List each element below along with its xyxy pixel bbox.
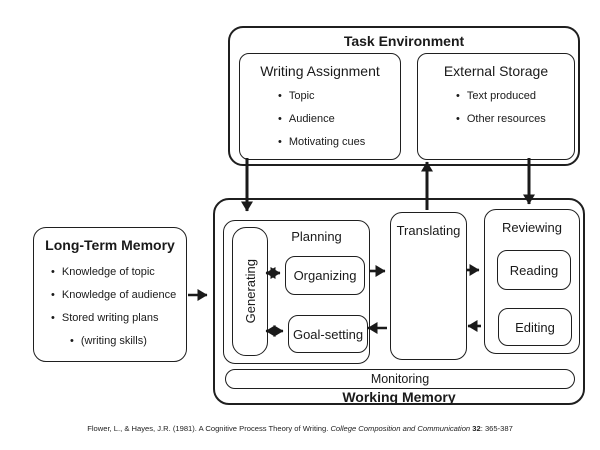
- goal-setting-box: Goal-setting: [288, 315, 368, 353]
- writing-assignment-bullet: Topic: [278, 89, 365, 103]
- monitoring-bar: Monitoring: [225, 369, 575, 389]
- ltm-bullet: Knowledge of audience: [51, 288, 176, 302]
- bullet-icon: [278, 112, 289, 126]
- reading-box: Reading: [497, 250, 571, 290]
- external-storage-bullet: Text produced: [456, 89, 546, 103]
- reviewing-box: Reviewing Reading Editing: [484, 209, 580, 354]
- bullet-icon: [456, 112, 467, 126]
- translating-title: Translating: [396, 223, 461, 238]
- ltm-bullet: Knowledge of topic: [51, 265, 176, 279]
- long-term-memory-box: Long-Term Memory Knowledge of topic Know…: [33, 227, 187, 362]
- citation-pages: : 365-387: [480, 424, 513, 433]
- generating-box: Generating: [232, 227, 268, 356]
- bullet-icon: [51, 311, 62, 325]
- bullet-icon: [70, 334, 81, 348]
- generating-label: Generating: [242, 259, 258, 324]
- ltm-bullet: Stored writing plans: [51, 311, 176, 325]
- writing-assignment-title: Writing Assignment: [260, 63, 380, 79]
- bullet-icon: [278, 89, 289, 103]
- planning-box: Planning Generating Organizing Goal-sett…: [223, 220, 370, 364]
- writing-assignment-bullet: Audience: [278, 112, 365, 126]
- working-memory-title: Working Memory: [342, 389, 456, 405]
- external-storage-bullet: Other resources: [456, 112, 546, 126]
- organizing-box: Organizing: [285, 256, 365, 295]
- writing-assignment-bullet: Motivating cues: [278, 135, 365, 149]
- task-environment-title: Task Environment: [343, 33, 465, 49]
- citation-volume: 32: [470, 424, 481, 433]
- ltm-sub-bullet: (writing skills): [70, 334, 176, 348]
- translating-box: Translating: [390, 212, 467, 360]
- citation-text: Flower, L., & Hayes, J.R. (1981). A Cogn…: [87, 424, 331, 433]
- external-storage-title: External Storage: [443, 63, 549, 79]
- external-storage-box: External Storage Text produced Other res…: [417, 53, 575, 160]
- bullet-icon: [456, 89, 467, 103]
- long-term-memory-title: Long-Term Memory: [45, 237, 175, 253]
- bullet-icon: [51, 265, 62, 279]
- task-environment-box: Task Environment Writing Assignment Topi…: [228, 26, 580, 166]
- reviewing-title: Reviewing: [502, 220, 562, 235]
- bullet-icon: [278, 135, 289, 149]
- planning-title: Planning: [291, 229, 342, 244]
- writing-assignment-box: Writing Assignment Topic Audience Motiva…: [239, 53, 401, 160]
- working-memory-box: Planning Generating Organizing Goal-sett…: [213, 198, 585, 405]
- citation-journal: College Composition and Communication: [330, 424, 471, 433]
- bullet-icon: [51, 288, 62, 302]
- editing-box: Editing: [498, 308, 572, 346]
- citation-caption: Flower, L., & Hayes, J.R. (1981). A Cogn…: [0, 424, 600, 433]
